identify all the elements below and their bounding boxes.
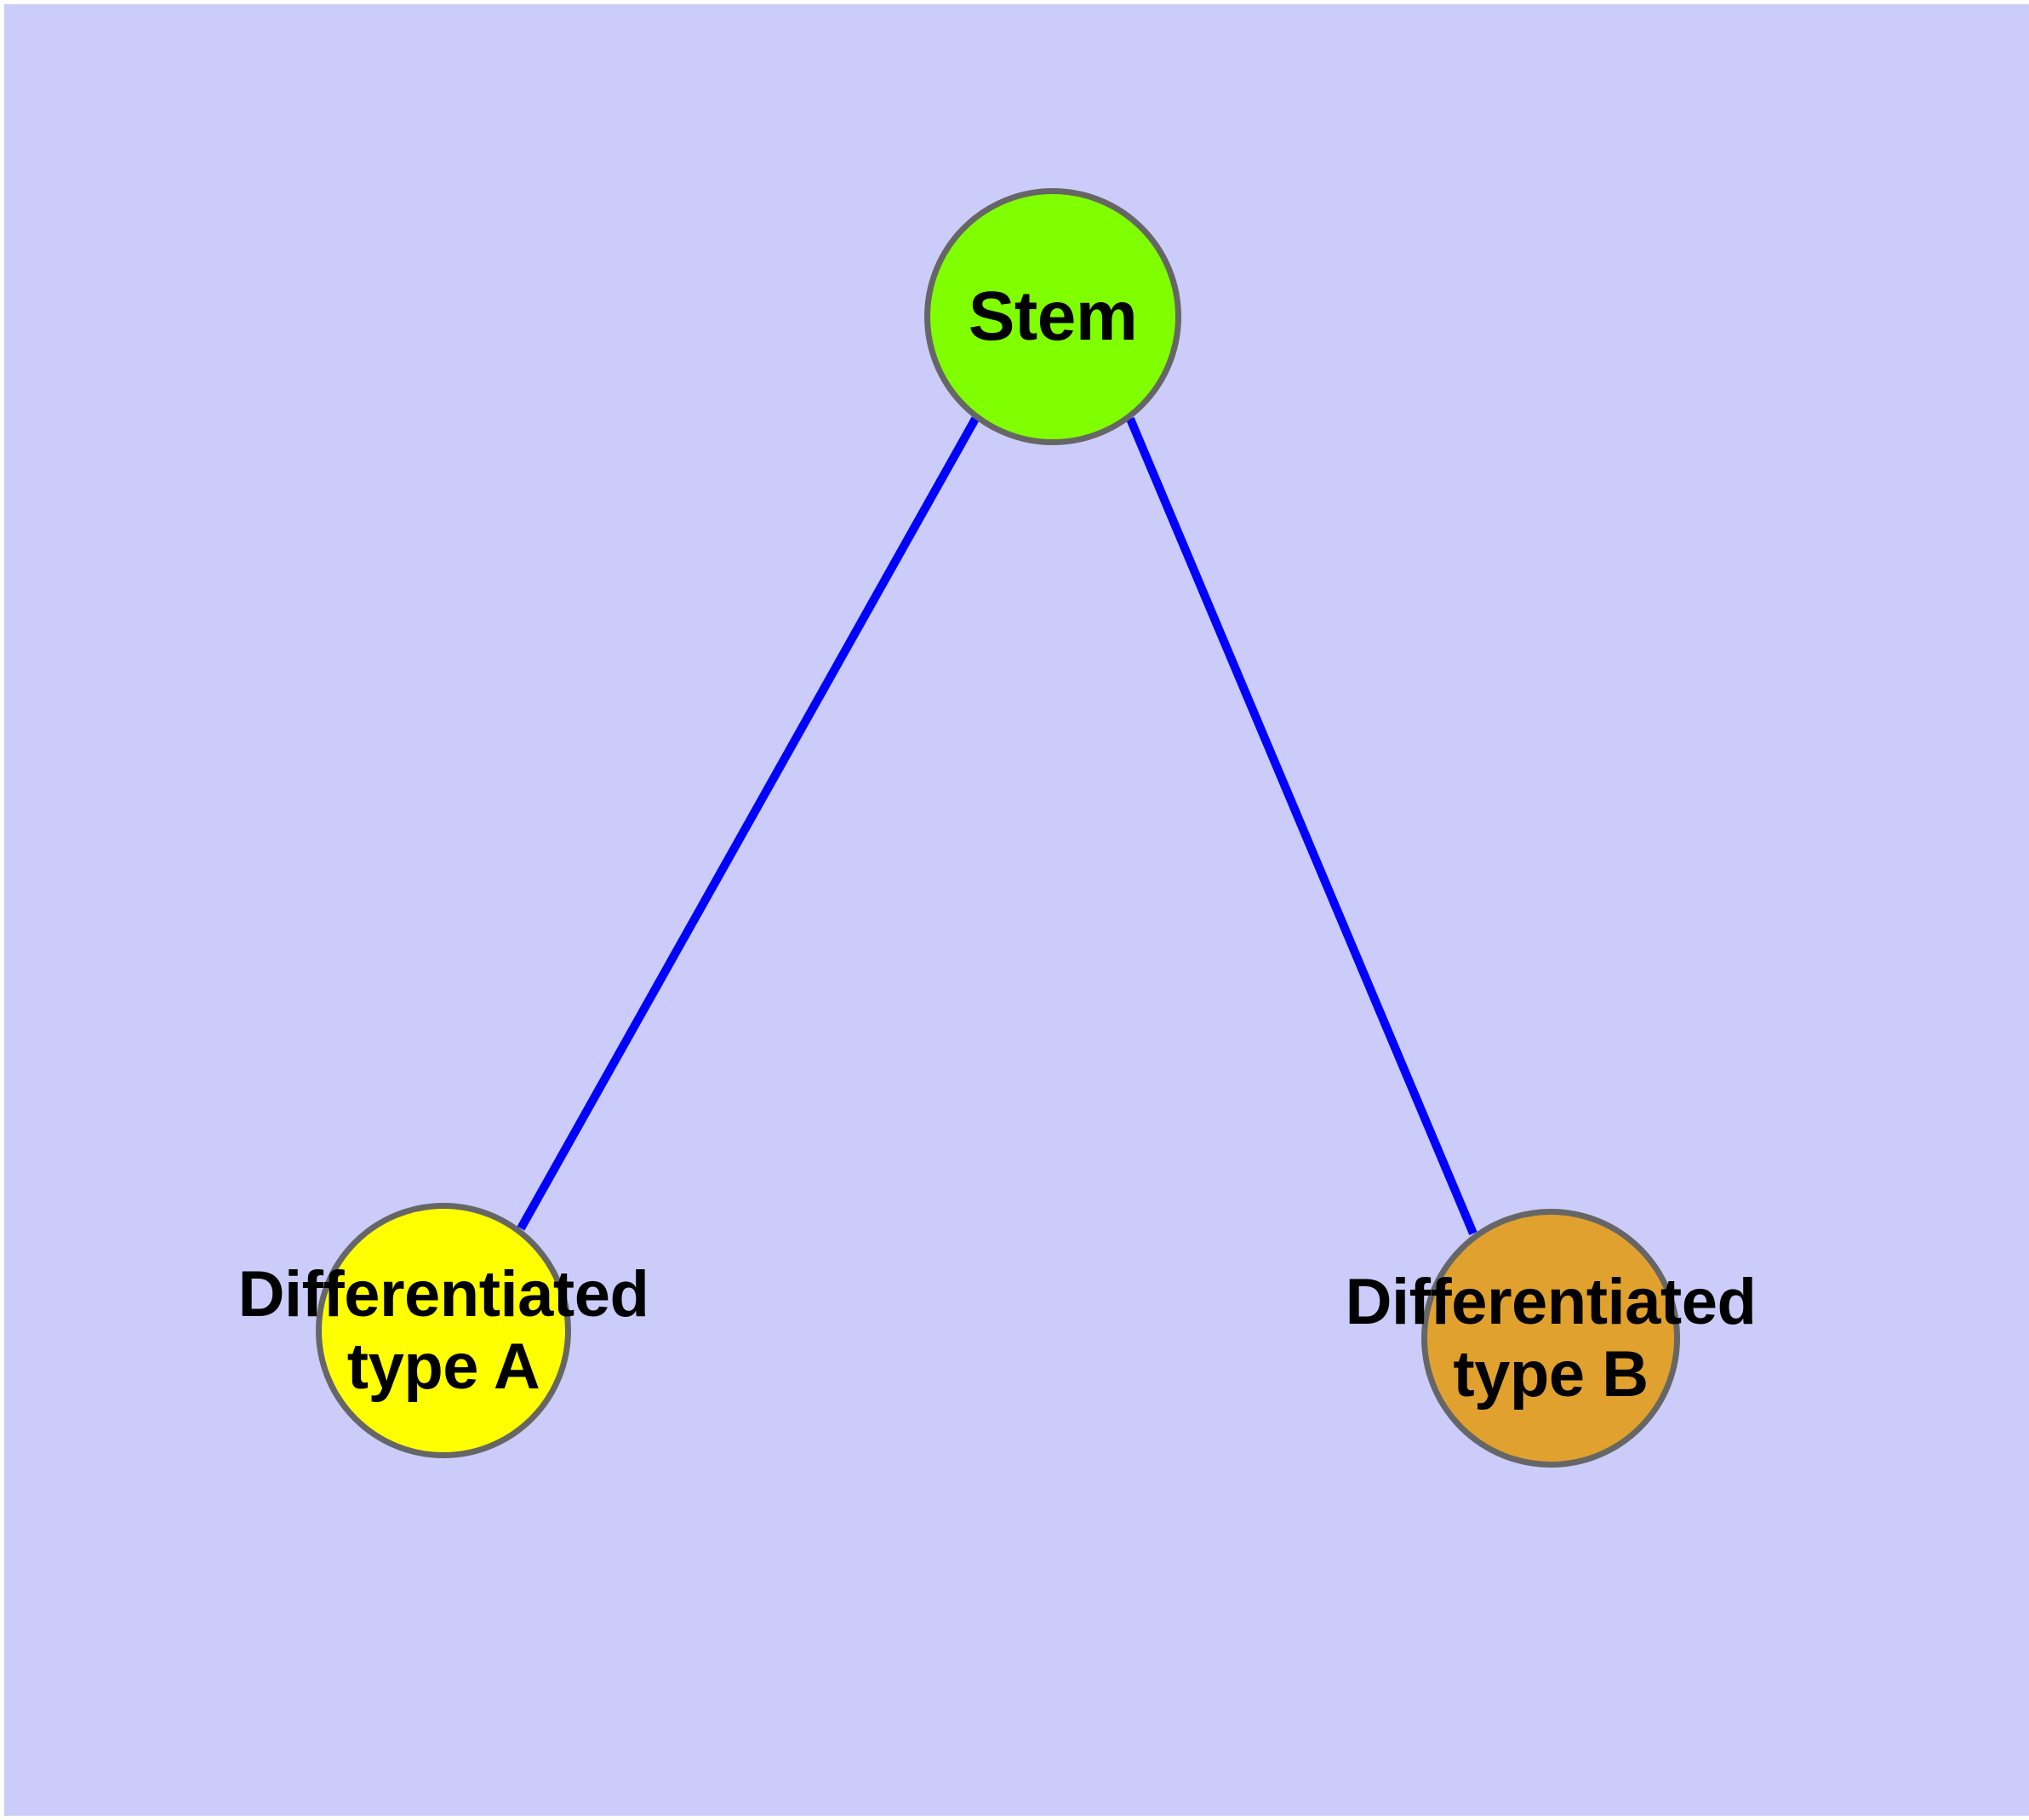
edge-stem-to-differentiated-type-b[interactable]: [1126, 417, 1477, 1235]
node-differentiated-type-b[interactable]: [1421, 1209, 1680, 1468]
node-stem[interactable]: [924, 188, 1181, 445]
diagram-canvas: Stem Differentiated type A Differentiate…: [4, 4, 2029, 1816]
edge-stem-to-differentiated-type-a[interactable]: [517, 416, 980, 1231]
node-differentiated-type-a[interactable]: [316, 1203, 571, 1458]
edge-layer: [517, 416, 1477, 1235]
